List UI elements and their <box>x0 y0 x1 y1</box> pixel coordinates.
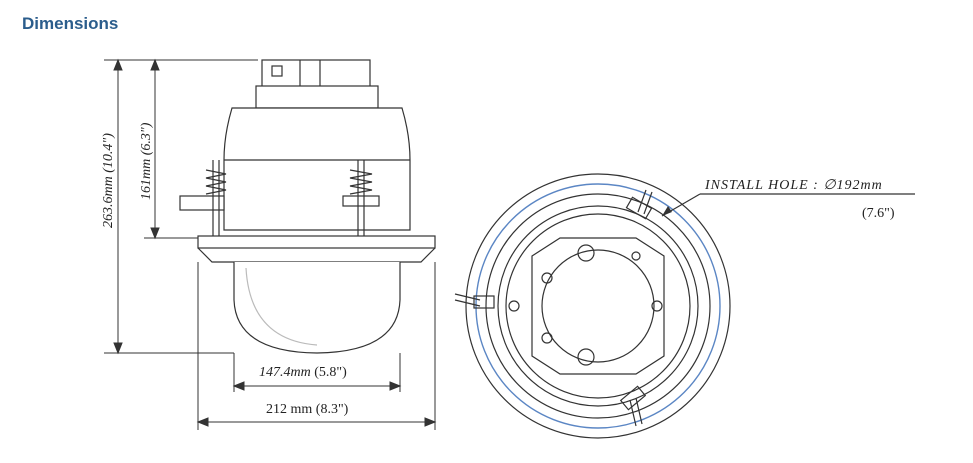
install-hole-inch: (7.6") <box>862 206 895 221</box>
upper-height-label: 161mm (6.3") <box>139 122 154 200</box>
install-hole-label: INSTALL HOLE : ∅192mm <box>704 178 883 193</box>
dome-width-label: 147.4mm (5.8") <box>259 365 347 380</box>
page-title: Dimensions <box>22 14 119 33</box>
flange-width-label: 212 mm (8.3") <box>266 402 349 417</box>
total-height-label: 263.6mm (10.4") <box>101 133 116 228</box>
bottom-view <box>454 173 915 439</box>
side-dimension-lines <box>104 58 437 430</box>
side-view <box>179 59 436 354</box>
